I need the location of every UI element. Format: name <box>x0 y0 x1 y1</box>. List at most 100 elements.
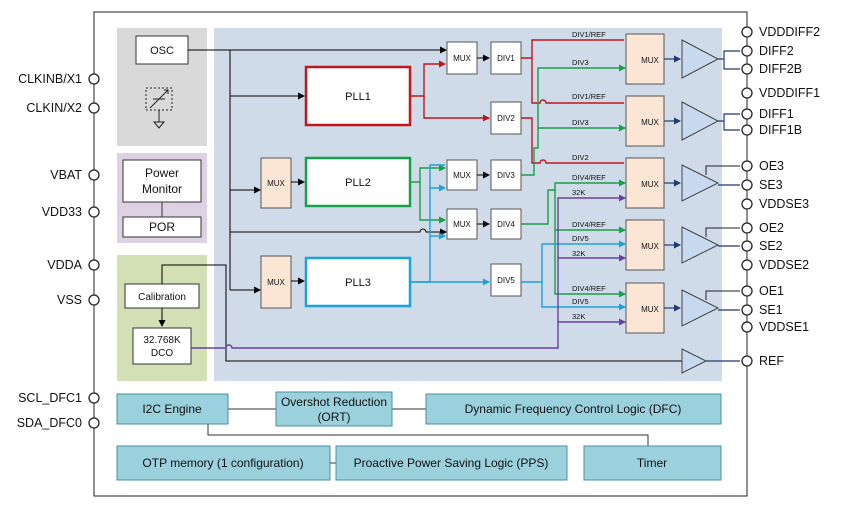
pin-vdddiff1: VDDDIFF1 <box>759 86 820 100</box>
svg-text:MUX: MUX <box>641 305 659 314</box>
svg-text:(ORT): (ORT) <box>317 410 350 424</box>
pin-clkin: CLKIN/X2 <box>26 101 82 115</box>
svg-text:MUX: MUX <box>641 242 659 251</box>
pll3-block: PLL3 <box>304 256 412 308</box>
div3-block: DIV3 <box>490 159 522 191</box>
left-pin-labels: CLKINB/X1 CLKIN/X2 VBAT VDD33 VDDA VSS S… <box>17 72 83 430</box>
output-mux-se2: MUX <box>625 219 665 271</box>
pin-oe2: OE2 <box>759 221 784 235</box>
timer-block: Timer <box>583 445 722 481</box>
div3-input-mux: MUX <box>446 159 478 191</box>
svg-text:MUX: MUX <box>453 220 471 229</box>
svg-text:DIV5: DIV5 <box>572 234 589 243</box>
div1-input-mux: MUX <box>446 41 478 75</box>
otp-memory-block: OTP memory (1 configuration) <box>116 445 331 481</box>
left-pin-circles <box>88 73 100 429</box>
pin-vdd33: VDD33 <box>42 205 82 219</box>
output-mux-diff2: MUX <box>625 33 665 85</box>
svg-text:DIV3: DIV3 <box>572 118 589 127</box>
right-pin-labels: VDDDIFF2 DIFF2 DIFF2B VDDDIFF1 DIFF1 DIF… <box>759 25 820 368</box>
svg-text:DIV2: DIV2 <box>572 153 589 162</box>
power-monitor-block: Power Monitor <box>122 159 202 203</box>
osc-distribution-wires <box>188 46 447 294</box>
svg-text:MUX: MUX <box>641 56 659 65</box>
svg-text:DIV5: DIV5 <box>572 297 589 306</box>
pll3-output-wires <box>410 164 626 311</box>
clock-32k-wires <box>191 194 626 349</box>
svg-text:Timer: Timer <box>637 456 667 470</box>
svg-text:Power: Power <box>145 166 179 180</box>
svg-text:PLL3: PLL3 <box>345 277 371 289</box>
svg-text:DIV3: DIV3 <box>572 58 589 67</box>
div4-block: DIV4 <box>490 208 522 240</box>
svg-text:32.768K: 32.768K <box>143 335 181 346</box>
svg-text:POR: POR <box>149 220 175 234</box>
svg-text:32K: 32K <box>572 312 585 321</box>
pin-diff1: DIFF1 <box>759 107 794 121</box>
svg-text:MUX: MUX <box>641 118 659 127</box>
buffer-se2-icon <box>681 226 720 264</box>
pin-vddse3: VDDSE3 <box>759 197 809 211</box>
svg-text:PLL1: PLL1 <box>345 91 371 103</box>
por-block: POR <box>122 216 202 238</box>
svg-text:MUX: MUX <box>453 54 471 63</box>
pin-se1: SE1 <box>759 303 783 317</box>
pll2-block: PLL2 <box>304 156 412 208</box>
svg-text:Dynamic Frequency Control Logi: Dynamic Frequency Control Logic (DFC) <box>465 402 682 416</box>
svg-text:OTP memory (1 configuration): OTP memory (1 configuration) <box>142 456 303 470</box>
svg-text:DIV1/REF: DIV1/REF <box>572 92 606 101</box>
svg-text:DIV1: DIV1 <box>497 54 515 63</box>
output-mux-se3: MUX <box>625 157 665 209</box>
pll2-output-wires <box>410 64 626 298</box>
osc-block: OSC <box>135 35 189 65</box>
pin-vddse1: VDDSE1 <box>759 320 809 334</box>
right-pin-circles <box>741 26 753 367</box>
svg-text:DIV4: DIV4 <box>497 220 515 229</box>
output-mux-diff1: MUX <box>625 95 665 147</box>
dfc-block: Dynamic Frequency Control Logic (DFC) <box>425 393 722 425</box>
buffer-ref-icon <box>681 348 708 374</box>
svg-text:DIV5: DIV5 <box>497 276 515 285</box>
output-buffers <box>681 39 720 374</box>
div5-block: DIV5 <box>490 263 522 297</box>
svg-text:MUX: MUX <box>267 179 285 188</box>
pin-scl: SCL_DFC1 <box>18 391 82 405</box>
svg-text:DIV4/REF: DIV4/REF <box>572 220 606 229</box>
mux-div-arrows <box>477 54 490 228</box>
dco-block: 32.768K DCO <box>132 327 192 365</box>
pll2-input-mux: MUX <box>260 157 292 209</box>
pin-vdda: VDDA <box>47 258 82 272</box>
pin-diff1b: DIFF1B <box>759 123 802 137</box>
bottom-logic-wires <box>207 408 649 464</box>
pin-se3: SE3 <box>759 178 783 192</box>
svg-text:32K: 32K <box>572 249 585 258</box>
pin-diff2: DIFF2 <box>759 44 794 58</box>
div1-block: DIV1 <box>490 41 522 75</box>
pin-se2: SE2 <box>759 239 783 253</box>
pps-block: Proactive Power Saving Logic (PPS) <box>335 445 568 481</box>
svg-text:DIV2: DIV2 <box>497 114 515 123</box>
svg-text:32K: 32K <box>572 188 585 197</box>
svg-text:OSC: OSC <box>150 45 174 57</box>
pin-vss: VSS <box>57 293 82 307</box>
svg-text:Proactive Power Saving Logic (: Proactive Power Saving Logic (PPS) <box>354 456 549 470</box>
svg-text:DIV1/REF: DIV1/REF <box>572 30 606 39</box>
svg-text:MUX: MUX <box>453 171 471 180</box>
buffer-se1-icon <box>681 289 720 327</box>
pin-sda: SDA_DFC0 <box>17 416 82 430</box>
svg-text:I2C Engine: I2C Engine <box>142 402 202 416</box>
pin-vbat: VBAT <box>50 168 82 182</box>
svg-text:PLL2: PLL2 <box>345 177 371 189</box>
pin-clkinb: CLKINB/X1 <box>18 72 82 86</box>
pll1-block: PLL1 <box>304 65 412 127</box>
svg-text:Calibration: Calibration <box>138 292 186 303</box>
svg-text:MUX: MUX <box>641 180 659 189</box>
svg-text:DIV3: DIV3 <box>497 171 515 180</box>
svg-text:DCO: DCO <box>151 348 173 359</box>
oe-enable-wires <box>705 165 740 300</box>
pll3-input-mux: MUX <box>260 255 292 309</box>
pin-vdddiff2: VDDDIFF2 <box>759 25 820 39</box>
output-pin-wires <box>706 50 740 362</box>
svg-text:DIV4/REF: DIV4/REF <box>572 284 606 293</box>
